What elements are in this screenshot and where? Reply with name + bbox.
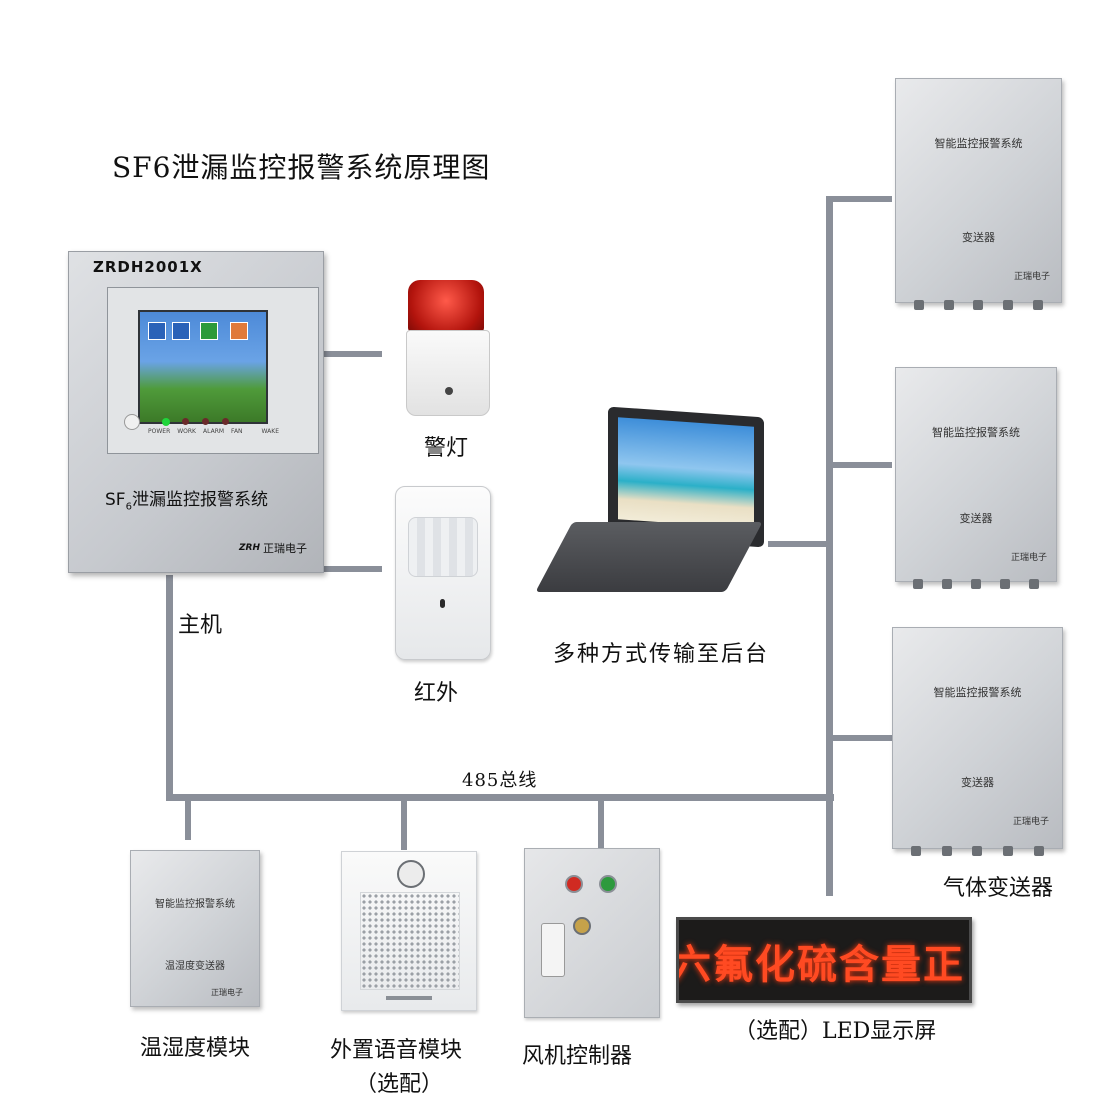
infrared-label: 红外 (414, 681, 459, 706)
drop-voice (401, 800, 407, 850)
sensor-window-icon (124, 414, 140, 430)
transmitter-3-brand: 正瑞电子 (1013, 817, 1050, 827)
link-transmitter-1 (826, 196, 892, 202)
transmitter-2-name: 变送器 (959, 512, 993, 525)
main-unit-label: 主机 (178, 613, 223, 638)
voice-label: 外置语音模块 (330, 1038, 463, 1063)
infrared-detector (395, 486, 491, 660)
fan-led-icon (222, 418, 229, 425)
humidity-label: 温湿度模块 (140, 1036, 251, 1061)
bus-line-main-vertical (166, 575, 173, 801)
main-unit: ZRDH2001X POWER WORK ALARM FAN WAKE SF6泄… (68, 251, 324, 573)
fan-label: 风机控制器 (522, 1044, 633, 1069)
voice-logo-icon (397, 860, 425, 888)
led-display: 六氟化硫含量正 (676, 917, 972, 1003)
indicator-fan: FAN (231, 428, 243, 435)
transmitter-1-brand: 正瑞电子 (1014, 272, 1051, 282)
laptop-label: 多种方式传输至后台 (553, 642, 770, 667)
bus-line-horizontal (166, 794, 834, 801)
transmitter-3-title: 智能监控报警系统 (933, 686, 1022, 699)
link-warning-light (324, 351, 382, 357)
voice-grille-icon (360, 892, 460, 990)
indicator-power: POWER (148, 428, 171, 435)
link-laptop (768, 541, 830, 547)
work-led-icon (182, 418, 189, 425)
led-label: （选配）LED显示屏 (734, 1019, 937, 1044)
humidity-brand: 正瑞电子 (211, 988, 243, 997)
indicator-wake: WAKE (261, 428, 279, 435)
main-unit-model: ZRDH2001X (93, 258, 203, 276)
main-unit-indicators: POWER WORK ALARM FAN WAKE (148, 428, 308, 446)
transmitter-1-name: 变送器 (962, 231, 995, 244)
infrared-led-icon (440, 599, 445, 608)
transmitter-1-title: 智能监控报警系统 (934, 137, 1023, 150)
power-led-icon (162, 418, 170, 426)
humidity-title: 智能监控报警系统 (155, 899, 235, 910)
led-display-text: 六氟化硫含量正 (676, 941, 965, 988)
fan-switch-icon (541, 923, 565, 977)
main-unit-panel-title: SF6泄漏监控报警系统 (105, 490, 268, 513)
laptop-screen-icon (618, 417, 754, 529)
transmitter-1-ports (904, 300, 1053, 310)
indicator-work: WORK (177, 428, 196, 435)
fan-controller (524, 848, 660, 1018)
main-unit-brand: ZRH 正瑞电子 (239, 542, 307, 555)
diagram-title: SF6泄漏监控报警系统原理图 (112, 151, 491, 184)
screen-icon-4 (230, 322, 248, 340)
warning-light-label: 警灯 (424, 436, 469, 461)
drop-humidity (185, 800, 191, 840)
transmitter-3: 智能监控报警系统 变送器 正瑞电子 (892, 627, 1063, 856)
transmitter-2: 智能监控报警系统 变送器 正瑞电子 (895, 367, 1057, 589)
link-transmitter-2 (826, 462, 892, 468)
transmitter-3-name: 变送器 (961, 776, 994, 789)
transmitter-2-brand: 正瑞电子 (1011, 553, 1048, 563)
transmitters-label: 气体变送器 (943, 876, 1054, 901)
humidity-name: 温湿度变送器 (165, 961, 225, 972)
laptop-keyboard-icon (535, 522, 763, 592)
link-infrared (324, 566, 382, 572)
transmitter-3-ports (901, 846, 1054, 856)
link-transmitter-3 (826, 735, 892, 741)
humidity-module: 智能监控报警系统 温湿度变送器 正瑞电子 (130, 850, 260, 1007)
bus-label: 485总线 (462, 770, 538, 791)
warning-light-base-icon (406, 330, 490, 416)
screen-icon-3 (200, 322, 218, 340)
warning-light-dome-icon (408, 280, 484, 332)
laptop (535, 406, 770, 602)
screen-icon-1 (148, 322, 166, 340)
fan-knob-icon (573, 917, 591, 935)
transmitter-2-title: 智能监控报警系统 (932, 426, 1020, 439)
warning-light (402, 280, 492, 416)
drop-fan (598, 800, 604, 848)
voice-sublabel: （选配） (355, 1072, 444, 1097)
alarm-led-icon (202, 418, 209, 425)
screen-icon-2 (172, 322, 190, 340)
main-unit-frame: POWER WORK ALARM FAN WAKE (107, 287, 319, 454)
infrared-lens-icon (408, 517, 478, 577)
fan-green-button-icon (599, 875, 617, 893)
transmitter-1: 智能监控报警系统 变送器 正瑞电子 (895, 78, 1062, 310)
fan-red-button-icon (565, 875, 583, 893)
brand-logo: ZRH (239, 543, 260, 553)
indicator-alarm: ALARM (203, 428, 225, 435)
transmitter-2-ports (904, 579, 1048, 589)
voice-module (341, 851, 477, 1011)
main-unit-screen (138, 310, 268, 424)
